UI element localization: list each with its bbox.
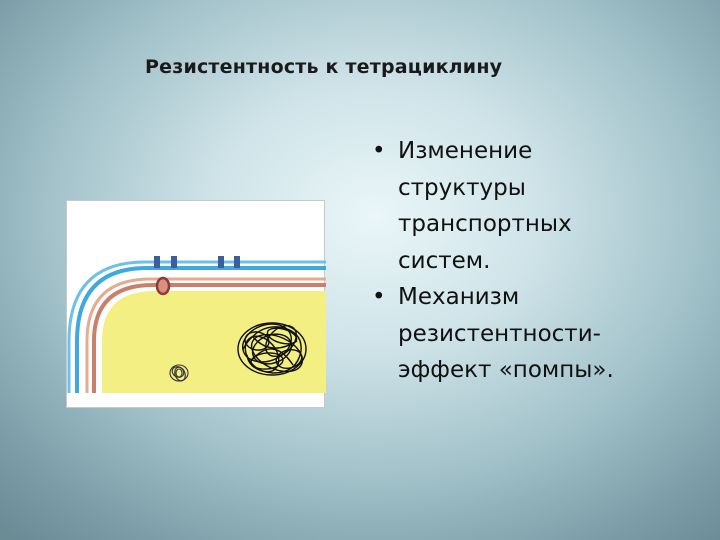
bullet-marker: • [372, 138, 386, 164]
slide-title: Резистентность к тетрациклину [145, 56, 503, 78]
outer-membrane-inner-leaflet [67, 260, 326, 393]
bullet-text: Изменение структуры транспортных систем. [398, 138, 572, 274]
porin-channel-icon [218, 256, 240, 268]
bullet-text: Механизм резистентности- эффект «помпы». [398, 284, 614, 383]
plasmid-icon [169, 364, 189, 382]
bullet-marker: • [372, 284, 386, 310]
nucleoid-icon [237, 322, 307, 376]
porin-channel-icon [154, 256, 177, 268]
bullet-item: • Изменение структуры транспортных систе… [372, 133, 692, 279]
outer-membrane [75, 266, 326, 393]
efflux-pump-icon [155, 276, 171, 296]
bullet-list: • Изменение структуры транспортных систе… [372, 133, 692, 389]
inner-membrane [92, 283, 326, 393]
bullet-item: • Механизм резистентности- эффект «помпы… [372, 279, 692, 389]
cell-envelope-illustration [67, 256, 326, 393]
bacterial-cell-diagram [66, 200, 326, 408]
inner-membrane-outer-leaflet [85, 277, 326, 393]
cytoplasm [102, 291, 326, 393]
